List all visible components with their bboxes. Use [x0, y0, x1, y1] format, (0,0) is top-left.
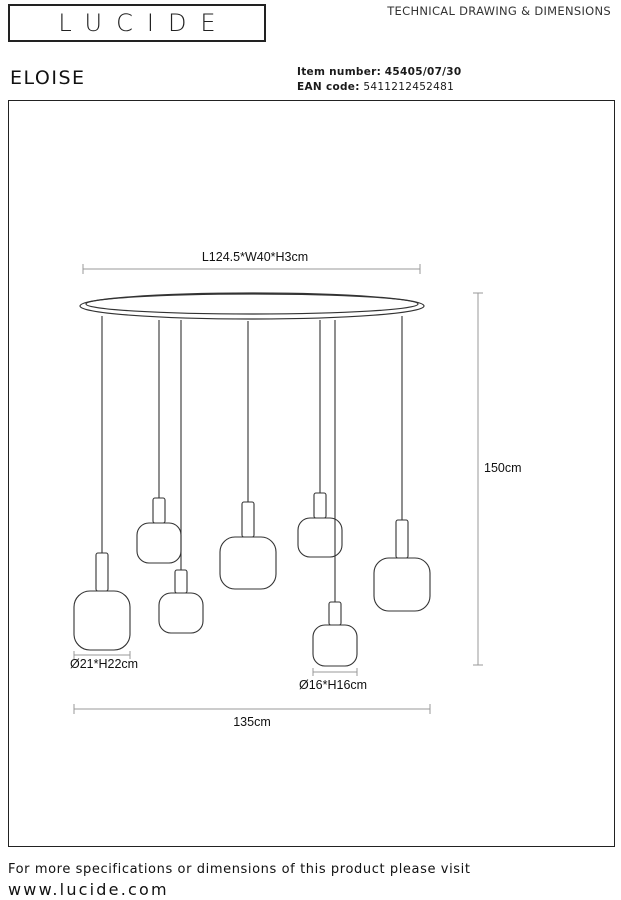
top-dimension-label: L124.5*W40*H3cm: [202, 250, 308, 264]
footer-website-link[interactable]: www.lucide.com: [8, 880, 169, 899]
drawing-frame: [8, 100, 615, 847]
large-shade-dimension-label: Ø21*H22cm: [70, 657, 138, 671]
product-name: ELOISE: [10, 67, 86, 89]
footer-note: For more specifications or dimensions of…: [8, 862, 471, 877]
ean-row: EAN code: 5411212452481: [297, 80, 462, 95]
brand-logo-text: LUCIDE: [58, 9, 230, 37]
product-meta: Item number: 45405/07/30 EAN code: 54112…: [297, 65, 462, 95]
pendant-lamp-1: [73, 316, 131, 651]
width-dimension-label: 135cm: [233, 715, 271, 729]
pendant-lamp-2: [136, 320, 182, 564]
item-number-value: 45405/07/30: [384, 66, 462, 78]
ceiling-canopy: [79, 292, 425, 320]
item-number-row: Item number: 45405/07/30: [297, 65, 462, 80]
pendant-lamp-7: [373, 316, 431, 612]
height-dimension-line: [473, 292, 483, 666]
pendant-lamp-4: [219, 321, 277, 590]
small-shade-dimension-line: [312, 668, 358, 676]
width-dimension-line: [73, 704, 431, 714]
ean-label: EAN code:: [297, 81, 360, 93]
top-dimension-line: [82, 264, 421, 274]
item-number-label: Item number:: [297, 66, 382, 78]
ean-value: 5411212452481: [363, 81, 455, 93]
pendant-lamp-6: [312, 320, 358, 667]
pendant-lamp-5: [297, 320, 343, 558]
brand-logo: LUCIDE: [8, 4, 266, 42]
small-shade-dimension-label: Ø16*H16cm: [299, 678, 367, 692]
pendant-lamp-3: [158, 320, 204, 634]
large-shade-dimension-line: [73, 651, 131, 659]
height-dimension-label: 150cm: [484, 461, 522, 475]
document-type: TECHNICAL DRAWING & DIMENSIONS: [387, 4, 611, 18]
